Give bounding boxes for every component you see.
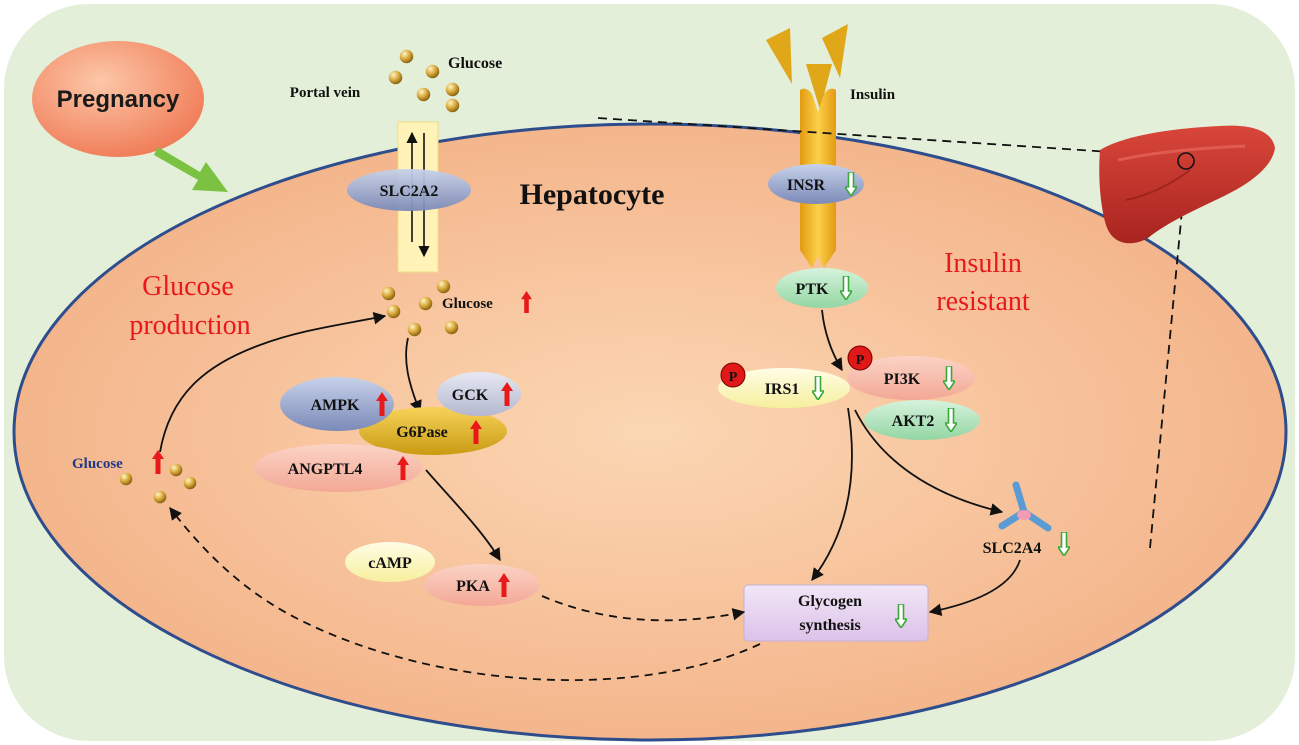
glucose-production-line-1: Glucose (142, 271, 234, 302)
ptk-label: PTK (796, 281, 829, 298)
insulin-resistant-line-2: resistant (936, 286, 1030, 317)
phospho-pi3k-icon (847, 345, 873, 371)
arrow-slc2a4-to-glycogen (928, 559, 1021, 616)
pregnancy-bubble (32, 41, 204, 157)
g6pase-label: G6Pase (396, 424, 448, 441)
arrow-irs1-to-slc2a4 (854, 409, 1004, 516)
slc2a4-transporter-icon (998, 481, 1052, 532)
glucose-left-label: Glucose (72, 456, 123, 472)
slc2a2-label: SLC2A2 (380, 183, 439, 200)
insulin-label: Insulin (850, 87, 896, 103)
arrow-glucose-to-g6pase (405, 337, 422, 414)
g6pase-node (359, 407, 507, 455)
slc2a2-node (347, 169, 471, 211)
pi3k-label: PI3K (884, 371, 921, 388)
phospho-pi3k-label: P (856, 353, 865, 368)
akt2-label: AKT2 (892, 413, 935, 430)
arrow-glucose-left-to-inner (159, 312, 387, 453)
phospho-irs1-icon (720, 362, 746, 388)
liver-zoom-circle (1177, 152, 1195, 170)
insr-node (768, 164, 864, 204)
ampk-node (280, 377, 394, 431)
pregnancy-label: Pregnancy (57, 86, 180, 113)
pi3k-node (847, 356, 975, 400)
pka-node (424, 564, 540, 606)
angptl4-label: ANGPTL4 (288, 461, 363, 478)
dashed-arrow-pka-to-glycogen (541, 595, 746, 622)
ampk-label: AMPK (311, 397, 360, 414)
camp-node (345, 542, 435, 582)
glycogen-line-1: Glycogen (798, 593, 862, 610)
glycogen-line-2: synthesis (799, 617, 860, 634)
arrow-angptl4-to-pka (425, 469, 501, 562)
glucose-top-label: Glucose (448, 55, 502, 72)
insulin-resistant-line-1: Insulin (944, 248, 1022, 279)
hepatocyte-title: Hepatocyte (520, 178, 665, 211)
irs1-label: IRS1 (765, 381, 800, 398)
pregnancy-arrow-icon (154, 147, 228, 192)
portal-vein-label: Portal vein (290, 85, 361, 101)
insulin-spikes (766, 24, 848, 110)
glucose-inner-label: Glucose (442, 296, 493, 312)
slc2a4-label: SLC2A4 (983, 540, 1042, 557)
zoom-line-bottom (1149, 167, 1187, 549)
zoom-line-top (597, 117, 1187, 158)
arrow-irs1-to-glycogen (811, 407, 853, 582)
gck-label: GCK (452, 387, 489, 404)
angptl4-node (254, 444, 422, 492)
phospho-irs1-label: P (729, 370, 738, 385)
liver-icon (1099, 125, 1275, 244)
glucose-production-line-2: production (129, 310, 250, 341)
pka-label: PKA (456, 578, 490, 595)
arrow-ptk-to-irs1 (821, 309, 843, 372)
hepatocyte-cell (12, 122, 1288, 742)
gck-node (437, 372, 521, 416)
insr-label: INSR (787, 177, 826, 194)
camp-label: cAMP (368, 555, 412, 572)
